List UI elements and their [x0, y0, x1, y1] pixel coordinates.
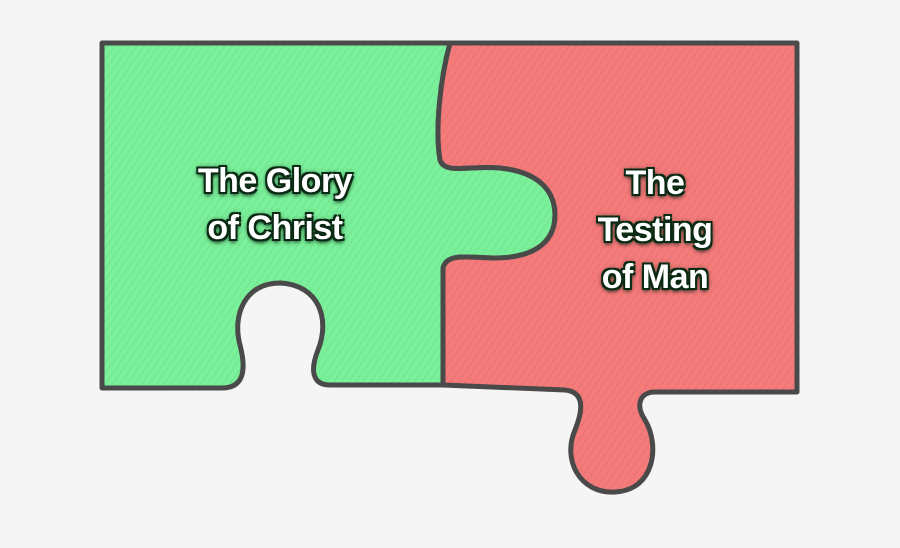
left-label-line-2: of Christ [207, 209, 343, 247]
right-label-line-3: of Man [601, 258, 709, 296]
left-label-line-1: The Glory [197, 162, 353, 200]
left-piece-label: The Glory of Christ [150, 158, 400, 252]
right-piece-label: The Testing of Man [540, 160, 770, 301]
right-label-line-1: The [625, 164, 685, 202]
right-label-line-2: Testing [597, 211, 713, 249]
